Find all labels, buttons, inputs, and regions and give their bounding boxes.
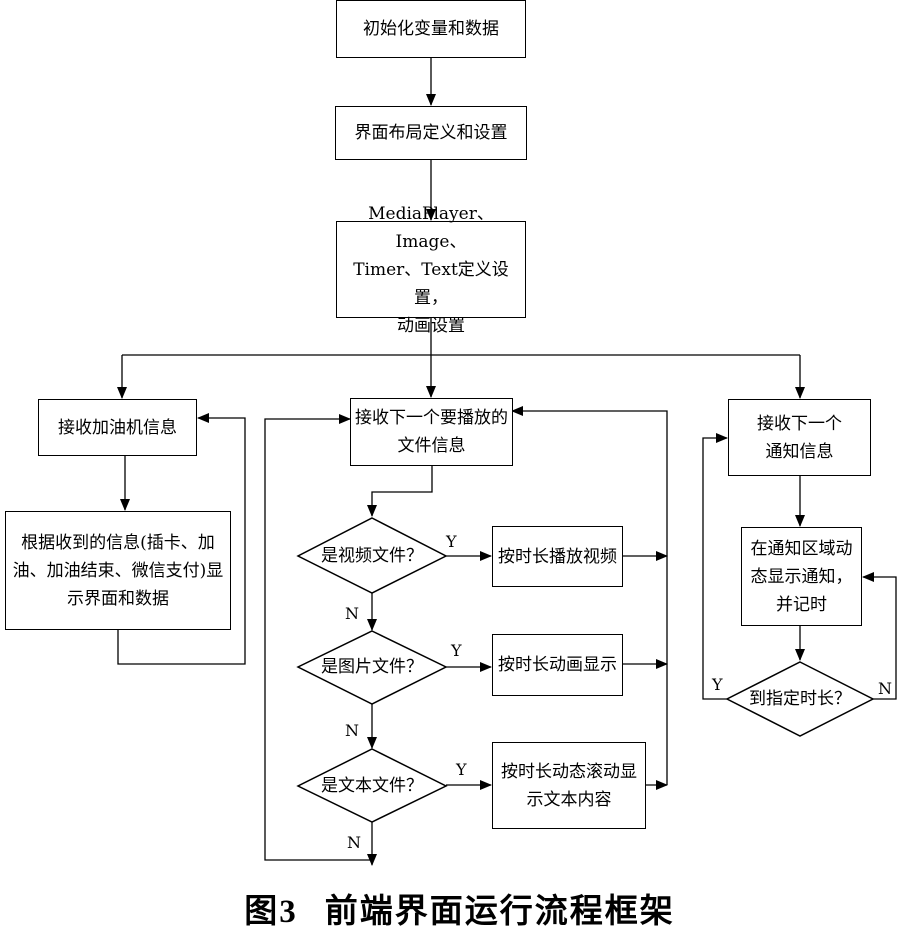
video-yes-label: Y	[446, 532, 457, 551]
scroll-text-box: 按时长动态滚动显 示文本内容	[492, 742, 646, 829]
media-setup-box: MediaPlayer、Image、 Timer、Text定义设置， 动画设置	[336, 204, 526, 336]
arrow-file-to-video	[367, 466, 433, 517]
timeout-diamond	[725, 661, 875, 737]
init-box: 初始化变量和数据	[336, 0, 526, 58]
media-setup-text: MediaPlayer、Image、 Timer、Text定义设置， 动画设置	[353, 203, 509, 336]
is-video-diamond	[296, 517, 448, 594]
flowchart-connectors	[117, 58, 897, 866]
text-no-label: N	[347, 833, 361, 852]
show-image-text: 按时长动画显示	[498, 655, 617, 675]
layout-text: 界面布局定义和设置	[354, 123, 508, 143]
loop-fuel	[117, 413, 246, 665]
receive-notice-box: 接收下一个 通知信息	[728, 399, 871, 476]
fuel-display-text: 根据收到的信息(插卡、加 油、加油结束、微信支付)显 示界面和数据	[12, 532, 224, 609]
show-image-box: 按时长动画显示	[492, 634, 623, 696]
timeout-no-label: N	[878, 679, 892, 698]
scroll-text-text: 按时长动态滚动显 示文本内容	[501, 761, 637, 810]
timeout-yes-label: Y	[712, 675, 723, 694]
is-text-diamond	[296, 748, 448, 823]
is-video-label: 是视频文件？	[321, 546, 423, 566]
image-no-label: N	[345, 721, 359, 740]
show-notice-box: 在通知区域动 态显示通知， 并记时	[741, 527, 862, 626]
caption-number: 3	[279, 894, 298, 930]
return-bus-right	[511, 406, 668, 785]
layout-box: 界面布局定义和设置	[335, 106, 527, 160]
video-no-label: N	[345, 604, 359, 623]
timeout-label: 到指定时长？	[749, 689, 851, 709]
caption-prefix: 图	[244, 891, 280, 930]
receive-fuel-text: 接收加油机信息	[58, 417, 177, 438]
is-image-diamond	[296, 630, 448, 705]
is-text-label: 是文本文件？	[321, 776, 423, 796]
init-text: 初始化变量和数据	[363, 19, 499, 39]
text-yes-label: Y	[456, 760, 467, 779]
receive-fuel-box: 接收加油机信息	[38, 399, 197, 456]
loop-timeout-no	[862, 572, 897, 700]
show-notice-text: 在通知区域动 态显示通知， 并记时	[750, 538, 853, 615]
caption-title: 前端界面运行流程框架	[324, 891, 675, 930]
is-image-label: 是图片文件？	[321, 657, 423, 677]
play-video-text: 按时长播放视频	[498, 546, 617, 567]
loop-timeout-yes	[702, 433, 728, 700]
receive-file-box: 接收下一个要播放的 文件信息	[350, 398, 513, 466]
fuel-display-box: 根据收到的信息(插卡、加 油、加油结束、微信支付)显 示界面和数据	[5, 511, 231, 630]
return-bus-left	[264, 414, 372, 861]
figure-caption: 图3 前端界面运行流程框架	[0, 884, 919, 932]
receive-file-text: 接收下一个要播放的 文件信息	[355, 408, 508, 456]
image-yes-label: Y	[451, 641, 462, 660]
receive-notice-text: 接收下一个 通知信息	[757, 413, 842, 462]
play-video-box: 按时长播放视频	[492, 526, 623, 587]
